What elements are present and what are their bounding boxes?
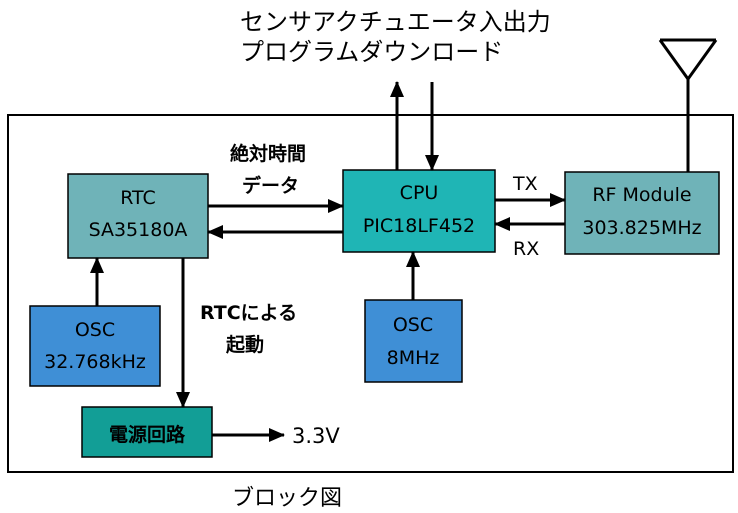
osc-cpu-name: OSC <box>393 314 433 336</box>
board-frame <box>7 114 734 473</box>
rtc-block: RTC SA35180A <box>67 173 209 259</box>
osc-rtc-frequency: 32.768kHz <box>44 351 146 373</box>
osc-cpu-frequency: 8MHz <box>387 347 440 369</box>
power-circuit-label: 電源回路 <box>109 423 186 446</box>
antenna-icon <box>658 38 718 172</box>
io-label-line1: センサアクチュエータ入出力 <box>240 8 551 36</box>
cpu-name: CPU <box>400 182 439 204</box>
osc-rtc-block: OSC 32.768kHz <box>29 305 161 387</box>
tx-label: TX <box>512 173 538 195</box>
osc-rtc-name: OSC <box>75 319 115 341</box>
osc-cpu-block: OSC 8MHz <box>364 299 463 383</box>
diagram-caption: ブロック図 <box>232 486 342 511</box>
rtc-part: SA35180A <box>89 219 188 241</box>
rx-label: RX <box>513 238 539 260</box>
voltage-label: 3.3V <box>292 424 340 448</box>
rtc-wake-label-line1: RTCによる <box>200 302 297 324</box>
cpu-block: CPU PIC18LF452 <box>342 169 496 253</box>
rf-name: RF Module <box>592 184 691 206</box>
abs-time-label-line2: データ <box>242 174 299 197</box>
rf-module-block: RF Module 303.825MHz <box>564 171 720 255</box>
rtc-name: RTC <box>120 187 156 209</box>
rf-frequency: 303.825MHz <box>582 217 701 239</box>
rtc-wake-label-line2: 起動 <box>225 334 264 356</box>
power-circuit-block: 電源回路 <box>81 406 213 458</box>
cpu-part: PIC18LF452 <box>363 215 475 237</box>
io-label-line2: プログラムダウンロード <box>240 38 503 66</box>
abs-time-label-line1: 絶対時間 <box>230 142 306 165</box>
